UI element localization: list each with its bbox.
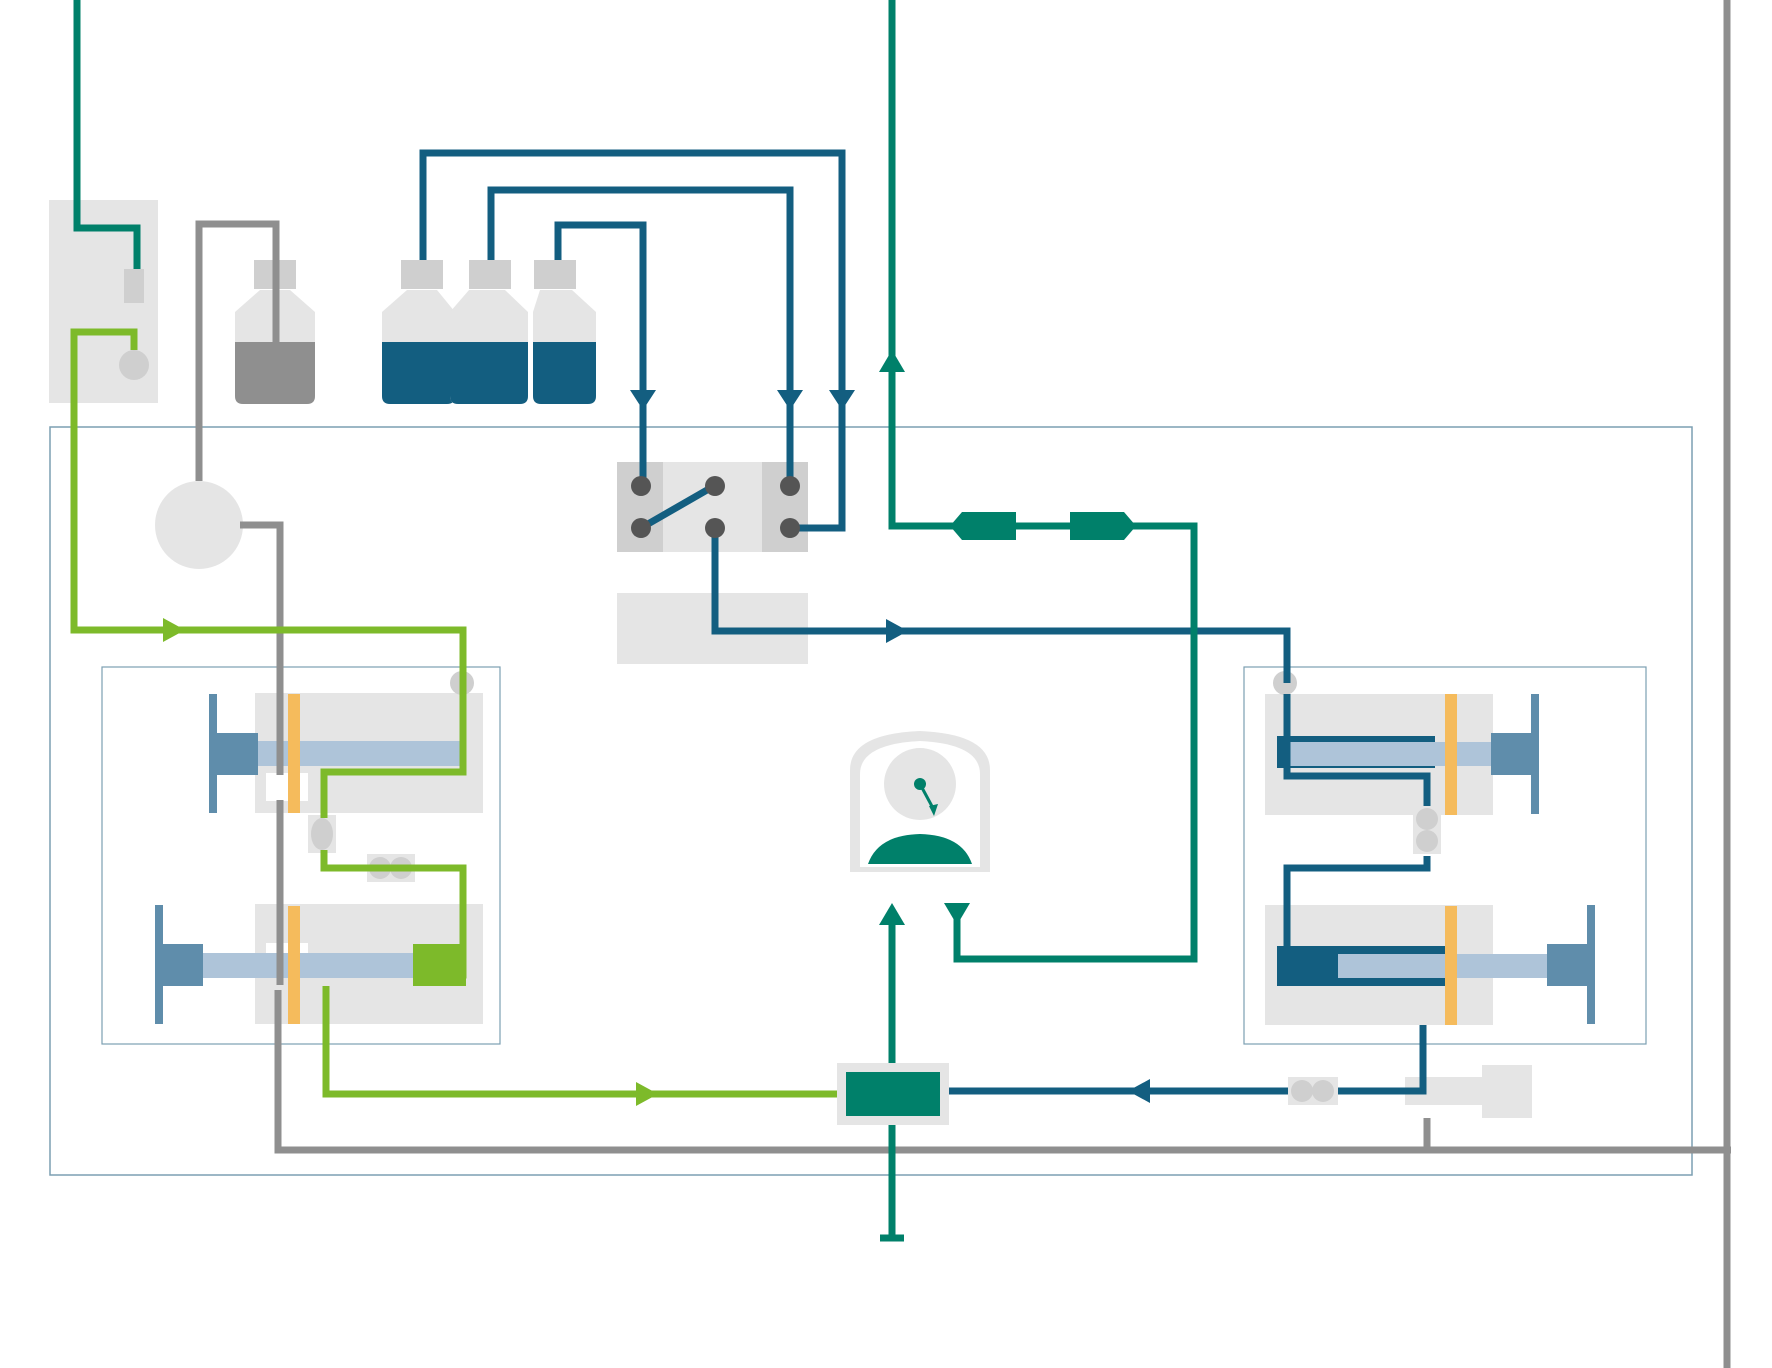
check-valve-left-outlet — [311, 818, 333, 850]
pump-head-left-secondary — [155, 904, 483, 1024]
solvent-bottle-waste — [235, 260, 315, 404]
degasser-outlet-fitting — [124, 269, 144, 303]
arrow-icon — [886, 619, 908, 643]
left-pump-frame — [101, 666, 501, 1045]
valve-port — [780, 476, 800, 496]
pump-head-right-primary — [1265, 694, 1539, 815]
inline-filter — [1405, 1065, 1532, 1118]
arrow-icon — [879, 350, 905, 372]
instrument-frame — [49, 426, 1693, 1176]
check-valves — [308, 671, 1441, 1105]
blue-flow-lines — [419, 149, 1431, 1103]
valve-port — [705, 518, 725, 538]
valve-port — [780, 518, 800, 538]
arrow-icon — [163, 618, 185, 642]
damper — [155, 481, 243, 569]
solvent-bottle-1 — [382, 260, 455, 404]
column-fitting-right — [1070, 512, 1136, 540]
pump-head-right-secondary — [1265, 905, 1595, 1025]
arrow-icon — [1128, 1079, 1150, 1103]
arrow-icon — [944, 903, 970, 925]
mixer — [837, 1063, 949, 1125]
arrow-icon — [777, 390, 803, 410]
valve-ports — [631, 476, 800, 538]
right-pump-frame — [1243, 666, 1647, 1045]
pressure-sensor — [850, 731, 990, 872]
arrow-icon — [630, 390, 656, 410]
valve-port — [631, 476, 651, 496]
arrow-icon — [879, 903, 905, 925]
column-fitting-left — [950, 512, 1016, 540]
solvent-bottle-3 — [533, 260, 596, 404]
valve-port — [705, 476, 725, 496]
arrow-icon — [829, 390, 855, 410]
degasser-inlet-port — [119, 350, 149, 380]
valve-port — [631, 518, 651, 538]
arrow-icon — [636, 1082, 658, 1106]
solvent-bottle-2 — [450, 260, 528, 404]
lime-flow-lines — [70, 328, 846, 1106]
gray-lines — [195, 0, 1731, 1368]
pump-head-left-primary — [209, 693, 483, 813]
